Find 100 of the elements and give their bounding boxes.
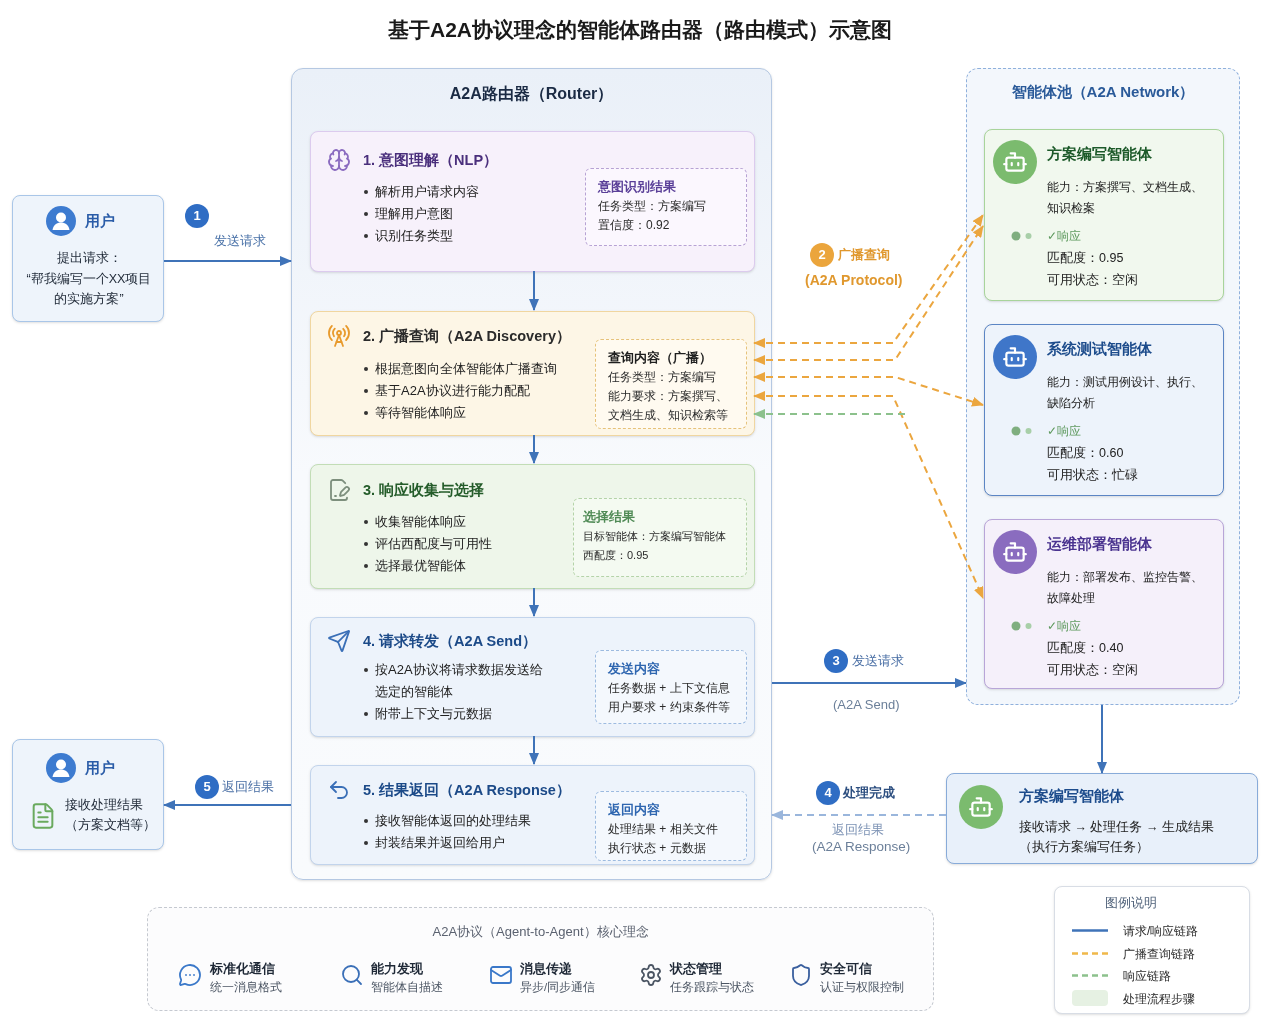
bullet-text: 封装结果并返回给用户 (375, 834, 506, 852)
result-panel (595, 650, 747, 724)
result-line: 西配度：0.95 (583, 548, 650, 563)
bullet-text: 按A2A协议将请求数据发送给选定的智能体 (375, 661, 544, 701)
edge-label: 广播查询 (838, 247, 890, 263)
arrow (529, 735, 539, 765)
agent-detail: 接收请求 → 处理任务 → 生成结果 (1019, 819, 1214, 836)
bullet-text: 选择最优智能体 (375, 557, 467, 575)
agent-title: 方案编写智能体 (1047, 145, 1152, 164)
protocol-label: (A2A Send) (833, 696, 900, 713)
agent-detail: 可用状态：空闲 (1047, 662, 1138, 679)
dashed-arrow (753, 372, 984, 407)
diagram-title: 基于A2A协议理念的智能体路由器（路由模式）示意图 (388, 17, 892, 43)
step-number-badge: 2 (810, 243, 834, 267)
edge-label: 发送请求 (214, 233, 266, 249)
agent-detail: 匹配度：0.95 (1047, 250, 1125, 267)
step-title: 2. 广播查询（A2A Discovery） (363, 327, 571, 346)
capability-text: 能力：方案撰写、文档生成、知识检案 (1047, 179, 1204, 217)
step-card (310, 131, 755, 272)
card-title: 用户 (85, 758, 115, 778)
result-line: 置信度：0.92 (598, 217, 671, 234)
status-text: ✓响应 (1047, 423, 1082, 440)
legend-text: 广播查询链路 (1123, 945, 1195, 962)
bullet-text: 基于A2A协议进行能力配配 (375, 382, 531, 400)
result-line: 任务类型：方案编写 (608, 369, 717, 386)
result-panel (573, 498, 747, 577)
agent-detail: （执行方案编写任务） (1019, 839, 1150, 856)
dashed-arrow (753, 409, 906, 419)
bullet-text: 解析用户请求内容 (375, 183, 480, 201)
card-title: 用户 (85, 211, 115, 231)
bullet-text: 理解用户意图 (375, 205, 454, 223)
agent-pool-panel (966, 68, 1240, 705)
step-card (310, 617, 755, 737)
arrow (771, 678, 967, 688)
legend-text: 请求/响应链路 (1123, 923, 1199, 939)
legend-title: 图例说明 (1105, 894, 1157, 912)
user-card (12, 739, 164, 850)
result-title: 发送内容 (608, 660, 661, 678)
step-title: 1. 意图理解（NLP） (363, 151, 499, 170)
legend-text: 响应链路 (1123, 968, 1171, 984)
edge-label: 返回结果 (222, 779, 274, 795)
bullet-text: 收集智能体响应 (375, 513, 467, 531)
flow-label: 返回结果 (832, 822, 884, 838)
capability-text: 能力：部署发布、监控告警、故障处理 (1047, 569, 1204, 607)
feature-caption: 智能体自描述 (371, 980, 443, 994)
concept-panel (147, 907, 934, 1011)
status-text: ✓响应 (1047, 228, 1082, 245)
result-title: 意图识别结果 (598, 178, 677, 196)
card-text: “帮我编写一个XX项目的实施方案” (25, 270, 153, 308)
feature-title: 状态管理 (670, 961, 722, 977)
step-number-badge: 1 (185, 204, 209, 228)
legend-text: 处理流程步骤 (1123, 990, 1195, 1007)
agent-detail: 可用状态：空闲 (1047, 272, 1138, 289)
agent-detail: 可用状态：忙碌 (1047, 467, 1138, 484)
step-number-badge: 5 (195, 775, 219, 799)
user-card (12, 195, 164, 322)
feature-title: 标准化通信 (210, 961, 275, 977)
agent-detail: 匹配度：0.40 (1047, 640, 1125, 657)
result-line: 任务类型：方案编写 (598, 198, 707, 215)
card-text: 接收处理结果（方案文档等） (65, 797, 157, 834)
arrow (163, 800, 292, 810)
agent-detail: 匹配度：0.60 (1047, 445, 1125, 462)
feature-caption: 统一消息格式 (210, 980, 282, 994)
arrow (529, 270, 539, 311)
result-line: 目标智能体：方案编写智能体 (583, 529, 727, 544)
agent-card (984, 519, 1224, 689)
capability-text: 能力：测试用例设计、执行、缺陷分析 (1047, 374, 1204, 412)
feature-title: 安全可信 (820, 961, 872, 977)
arrow (529, 434, 539, 464)
result-panel (585, 168, 747, 246)
result-panel (595, 791, 747, 861)
bullet-text: 识别任务类型 (375, 227, 454, 245)
edge-label: 发送请求 (852, 653, 904, 669)
result-line: 执行状态 + 元数据 (608, 840, 707, 857)
agent-title: 方案编写智能体 (1019, 786, 1124, 806)
step-title: 3. 响应收集与选择 (363, 481, 485, 500)
bullet-text: 根据意图向全体智能体广播查询 (375, 360, 558, 378)
dashed-arrow (753, 214, 984, 348)
feature-caption: 任务跟踪与状态 (670, 980, 754, 994)
agent-card (984, 129, 1224, 301)
step-number-badge: 3 (824, 649, 848, 673)
bullet-text: 附带上下文与元数据 (375, 705, 493, 723)
result-title: 查询内容（广播） (608, 349, 713, 367)
result-panel (595, 339, 747, 429)
feature-caption: 异步/同步通信 (520, 980, 596, 994)
edge-label: 处理完成 (843, 785, 895, 801)
step-title: 5. 结果返回（A2A Response） (363, 781, 571, 800)
router-panel (291, 68, 772, 880)
result-title: 选择结果 (583, 508, 636, 526)
arrow (529, 587, 539, 617)
arrow (1097, 704, 1107, 774)
dashed-arrow (771, 810, 947, 820)
result-line: 处理结果 + 相关文件 (608, 821, 719, 838)
result-title: 返回内容 (608, 801, 661, 819)
protocol-label: (A2A Protocol) (805, 271, 903, 289)
status-text: ✓响应 (1047, 618, 1082, 635)
dashed-arrow (753, 391, 984, 599)
step-card (310, 311, 755, 436)
agent-title: 系统测试智能体 (1047, 340, 1152, 359)
step-card (310, 765, 755, 865)
